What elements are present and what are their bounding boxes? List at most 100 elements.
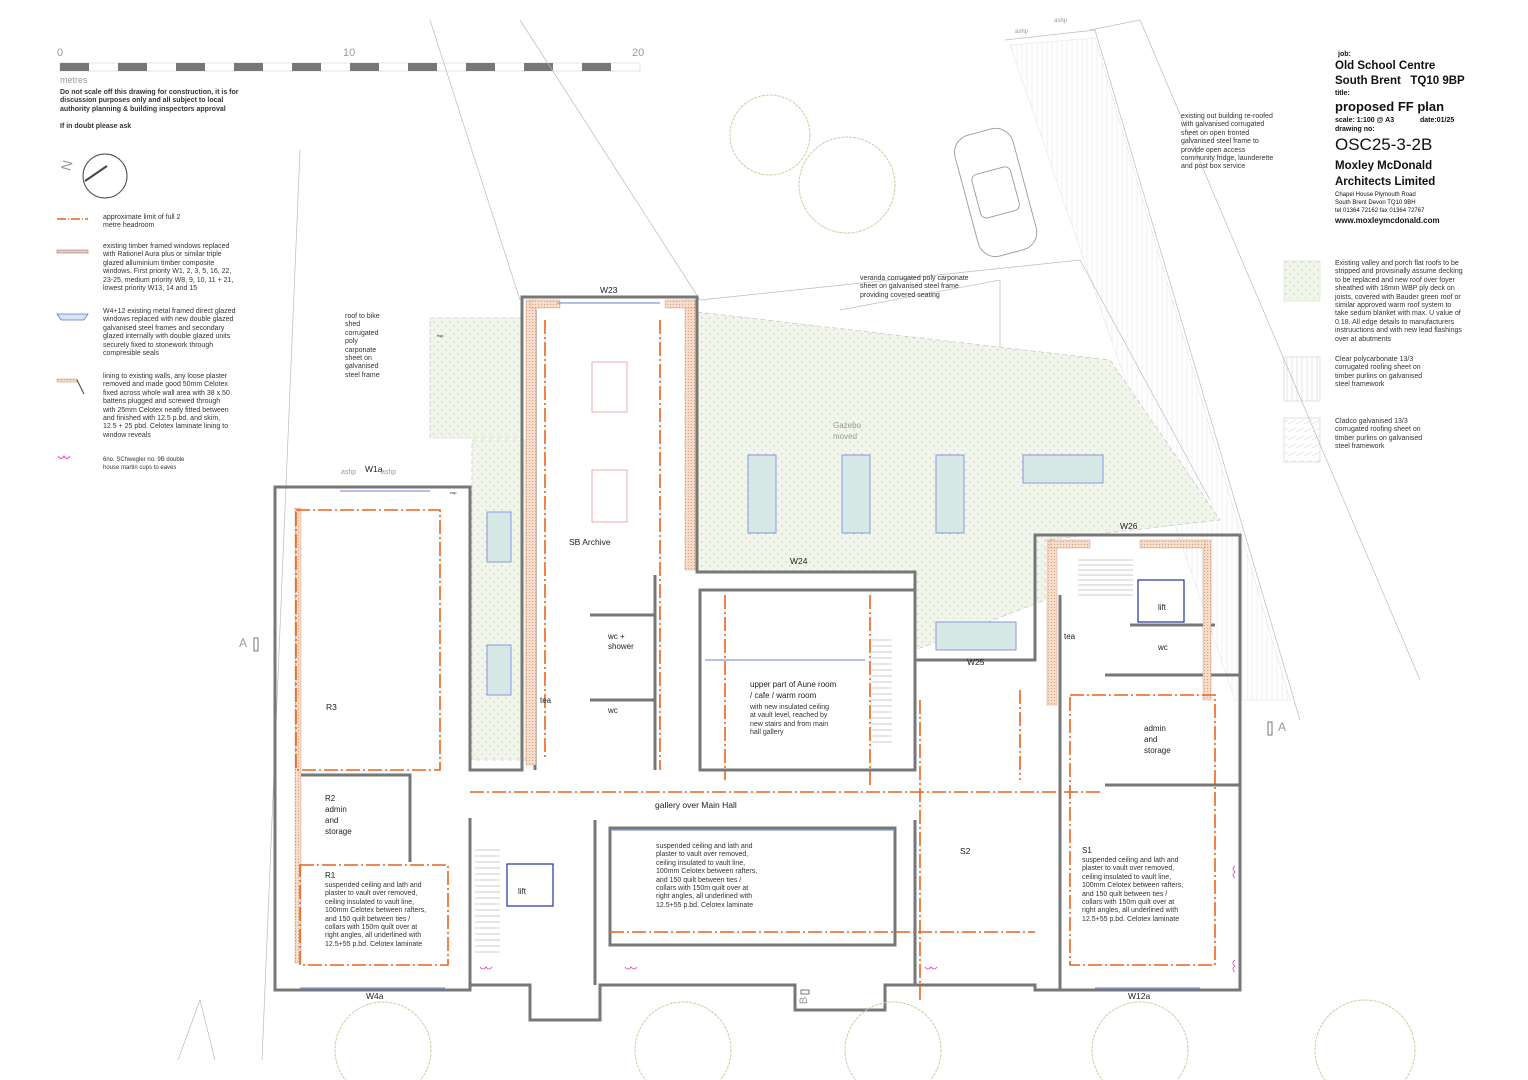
bike-shed-note: roof to bike shed corrugated poly carpon… [345,313,380,379]
building-walls [273,295,1242,1022]
legend-text: W4+12 existing metal framed direct glaze… [103,308,236,358]
section-b: B [798,996,811,1005]
firm-name-2: Architects Limited [1335,176,1436,188]
firm-address-2: South Brent Devon TQ10 9BH [1335,200,1416,206]
room-r1: R1 [325,871,336,880]
north-arrow-icon [82,153,128,199]
ashp-label: ashp [1015,29,1029,35]
legend-text: existing timber framed windows replaced … [103,243,234,293]
room-tea-left: tea [540,696,552,705]
scale-segment [118,63,147,71]
scale-segment [234,63,263,71]
drawing-date: date:01/25 [1420,117,1455,124]
drawing-no-label: drawing no: [1335,126,1375,133]
window-w1a: W1a [365,464,383,474]
gazebo-label: Gazebo moved [833,421,862,441]
title-label: title: [1335,90,1350,97]
firm-name: Moxley McDonald [1335,160,1433,172]
room-admin-storage: admin and storage [1144,724,1171,755]
room-r2: R2 admin and storage [325,794,352,836]
job-name: Old School Centre [1335,60,1436,72]
scale-segment [408,63,437,71]
hall-ceiling-note: suspended ceiling and lath and plaster t… [656,843,758,909]
disclaimer: Do not scale off this drawing for constr… [60,89,239,113]
scale-segment [524,63,553,71]
window-w24: W24 [790,556,808,566]
rwp-label: rwp [450,490,457,495]
window-w12a: W12a [1128,991,1151,1001]
scale-segment [292,63,321,71]
roof-legend-text: Cladco galvanised 13/3 corrugated roofin… [1335,418,1423,451]
scale-segment [60,63,89,71]
scale-segment [466,63,495,71]
drawing-title: proposed FF plan [1335,99,1445,114]
green-roof-hatch-icon [1283,260,1321,302]
scale-segment [176,63,205,71]
scale-unit: metres [60,75,88,85]
martin-cup-icon [57,455,71,459]
firm-address-1: Chapel House Plymouth Road [1335,192,1416,198]
section-a-left: A [239,636,248,650]
room-wc-left: wc [608,706,618,715]
room-s1: S1 [1082,846,1092,855]
legend-text: 6no. SChwegler no. 9B double house marti… [103,457,185,472]
metal-window-icon [56,313,89,321]
rwp-label: rwp [437,333,444,338]
roof-legend-text: Existing valley and porch flat roofs to … [1335,260,1463,343]
r1-ceiling-note: suspended ceiling and lath and plaster t… [325,882,427,948]
legend-text: approximate limit of full 2 metre headro… [103,214,181,230]
ashp-label: ashp [341,469,357,476]
wall-lining-hatch [294,299,1212,964]
room-r3: R3 [326,702,337,712]
ashp-label: ashp [1054,18,1068,24]
tree-icons [334,94,1416,1080]
aune-room-title: upper part of Aune room / cafe / warm ro… [750,680,837,700]
galvanised-hatch-icon [1283,417,1321,463]
veranda-note: veranda corrugated poly carponate sheet … [860,275,969,299]
scale-segment [350,63,379,71]
rooflights [486,454,1104,696]
roof-legend-text: Clear polycarbonate 13/3 corrugated roof… [1335,356,1423,389]
lift-shafts [506,579,1185,907]
outbuilding-note: existing out building re-roofed with gal… [1181,113,1274,171]
martin-cups [479,865,1236,973]
section-markers [253,637,1273,995]
scale-segment [582,63,611,71]
room-wc-right: wc [1158,643,1168,652]
s1-ceiling-note: suspended ceiling and lath and plaster t… [1082,857,1184,923]
aune-room-note: with new insulated ceiling at vault leve… [750,704,829,737]
scale-tick-0: 0 [57,47,64,59]
drawing-number: OSC25-3-2B [1335,135,1433,154]
ashp-label: ashp [381,469,397,476]
scale-tick-20: 20 [632,47,645,59]
scale-tick-10: 10 [343,47,356,59]
scale-bar [59,62,641,72]
room-wc-shower: wc + shower [608,632,634,651]
window-w25: W25 [967,657,985,667]
room-lift-left: lift [518,887,526,896]
headroom-limit-lines [295,320,1216,1000]
car-icon [954,127,1038,257]
window-w4a: W4a [366,991,384,1001]
doubt-note: If in doubt please ask [60,123,132,130]
wall-lining-icon [56,378,85,395]
stair [475,559,1133,953]
legend-text: lining to existing walls, any loose plas… [103,373,230,439]
window-w26: W26 [1120,521,1138,531]
room-s2: S2 [960,846,971,856]
section-a-right: A [1278,720,1287,734]
drawing-scale: scale: 1:100 @ A3 [1335,117,1395,124]
firm-phone: tel 01364 72162 fax 01364 72767 [1335,208,1425,214]
job-label: job: [1338,51,1351,58]
window-w23: W23 [600,285,618,295]
glazing-lines [300,302,1200,989]
timber-window-icon [56,249,89,254]
polycarbonate-hatch-icon [1283,356,1321,402]
job-address: South Brent TQ10 9BP [1335,75,1465,87]
room-tea-right: tea [1064,632,1076,641]
room-gallery: gallery over Main Hall [655,800,737,810]
firm-website: www.moxleymcdonald.com [1335,216,1440,225]
room-sb-archive: SB Archive [569,537,611,547]
